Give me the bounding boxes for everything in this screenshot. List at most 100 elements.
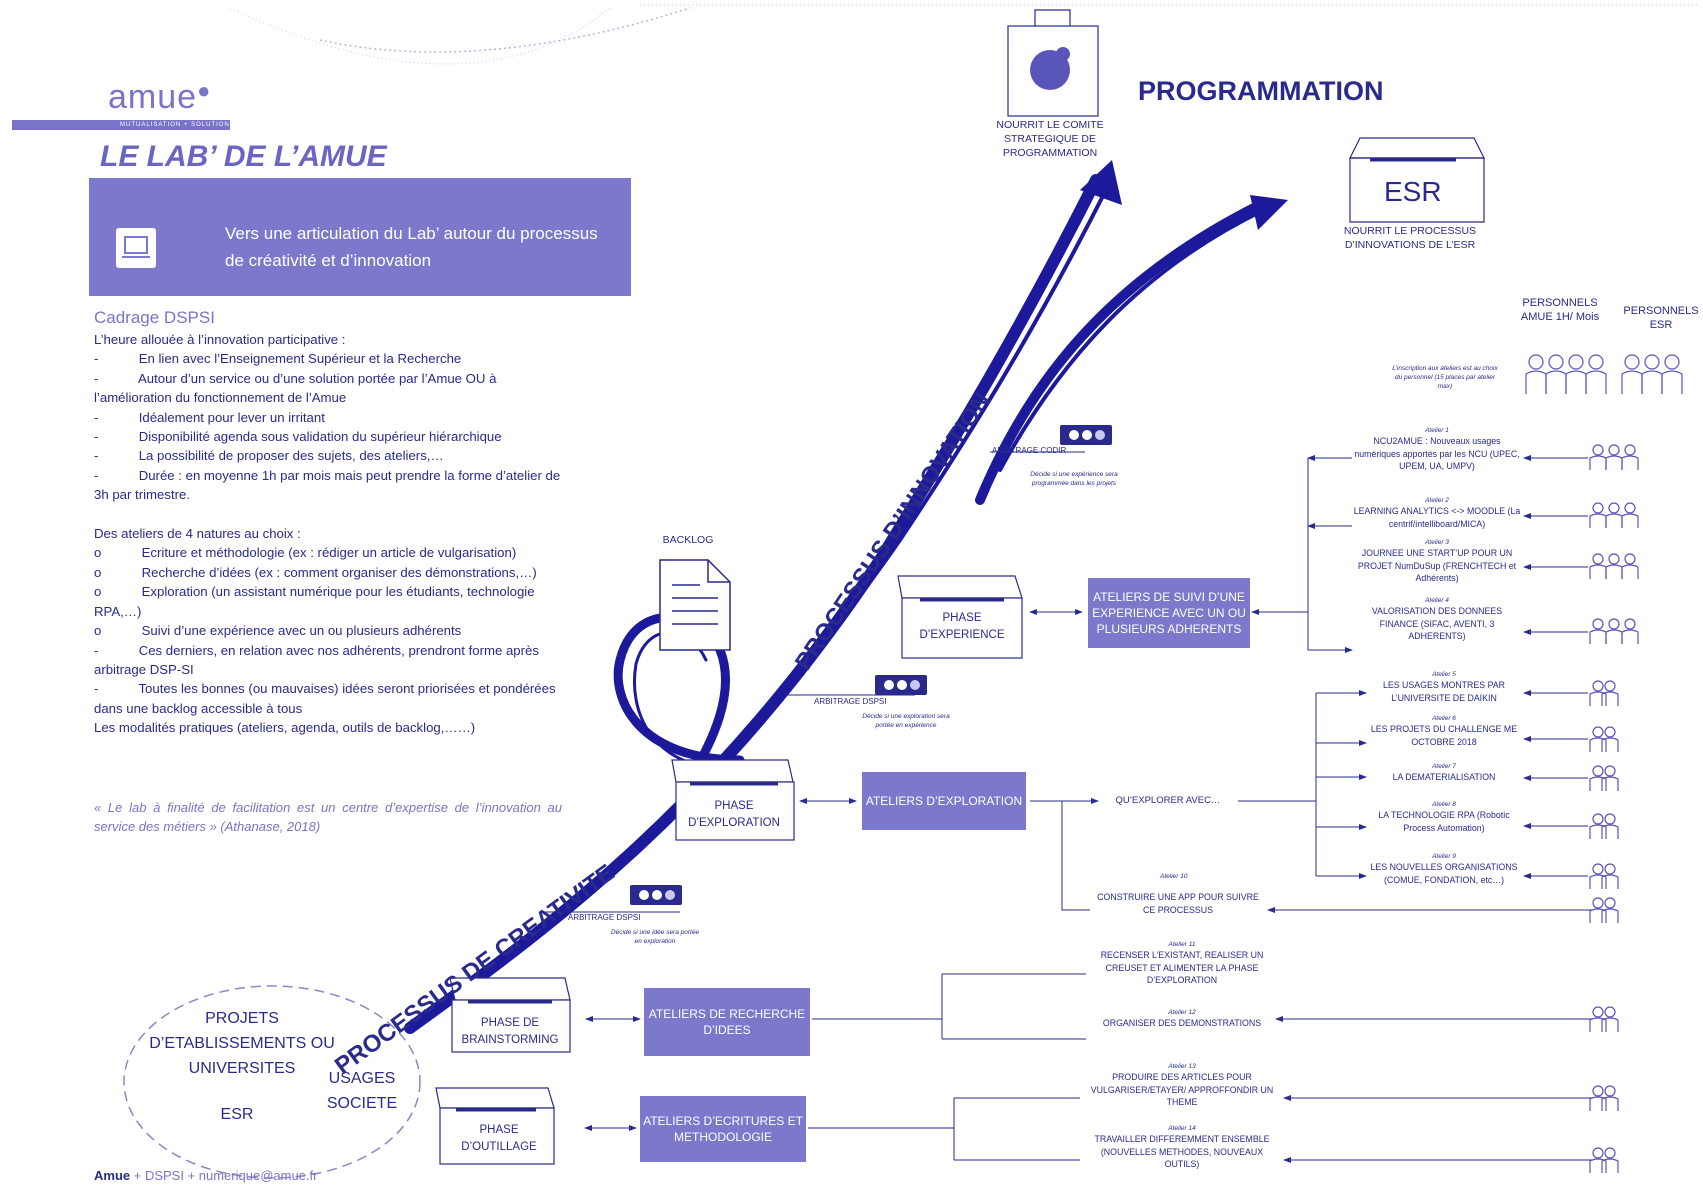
body-line: L’heure allouée à l’innovation participa… [94, 332, 346, 347]
ateliers-exploration-box: ATELIERS D’EXPLORATION [862, 772, 1026, 830]
atelier-text: ORGANISER DES DEMONSTRATIONS [1102, 1018, 1262, 1028]
atelier-number: Atelier 1 [1425, 427, 1449, 434]
body-line: o Exploration (un assistant numérique po… [94, 584, 539, 619]
atelier-number: Atelier 4 [1425, 597, 1449, 604]
atelier-text: LA DEMATERIALISATION [1392, 772, 1496, 782]
atelier-number: Atelier 13 [1168, 1063, 1196, 1070]
atelier-13: Atelier 13 PRODUIRE DES ARTICLES POUR VU… [1084, 1062, 1280, 1109]
atelier-text: LES USAGES MONTRES PAR L’UNIVERSITE DE D… [1382, 680, 1506, 703]
phase-boxes [435, 575, 1023, 1165]
atelier-number: Atelier 12 [1168, 1009, 1196, 1016]
body-line [94, 505, 566, 524]
atelier-7: Atelier 7 LA DEMATERIALISATION [1366, 762, 1522, 784]
source-projets: PROJETS D’ETABLISSEMENTS OU UNIVERSITES [149, 1010, 335, 1077]
atelier-6: Atelier 6 LES PROJETS DU CHALLENGE ME OC… [1366, 714, 1522, 748]
logo-underline-bar [12, 120, 230, 130]
atelier-number: Atelier 6 [1432, 715, 1456, 722]
comite-caption: NOURRIT LE COMITE STRATEGIQUE DE PROGRAM… [996, 119, 1104, 159]
atelier-number: Atelier 9 [1432, 853, 1456, 860]
atelier-text: NCU2AMUE : Nouveaux usages numériques ap… [1354, 436, 1520, 471]
atelier-text: RECENSER L’EXISTANT, REALISER UN CREUSET… [1100, 950, 1264, 985]
atelier-4: Atelier 4 VALORISATION DES DONNEES FINAN… [1352, 596, 1522, 643]
atelier-11: Atelier 11 RECENSER L’EXISTANT, REALISER… [1090, 940, 1274, 987]
atelier-number: Atelier 8 [1432, 801, 1456, 808]
body-line: - Idéalement pour lever un irritant [94, 409, 325, 425]
body-line: - Toutes les bonnes (ou mauvaises) idées… [94, 681, 560, 716]
atelier-12: Atelier 12 ORGANISER DES DEMONSTRATIONS [1090, 1008, 1274, 1030]
arbitrage-dspsi-2-note: Décide si une idée sera portée en explor… [610, 929, 700, 945]
quote: « Le lab à finalité de facilitation est … [94, 800, 562, 834]
arbitrage-dspsi-1-label: ARBITRAGE DSPSI [814, 697, 887, 706]
atelier-number: Atelier 2 [1425, 497, 1449, 504]
arbitrage-codir-label: ARBITRAGE CODIR [992, 446, 1067, 455]
arbitrage-codir-note: Décide si une expérience sera programmée… [1030, 471, 1118, 487]
atelier-text: CONSTRUIRE UNE APP POUR SUIVRE CE PROCES… [1097, 892, 1259, 915]
laptop-icon [116, 228, 156, 268]
atelier-9: Atelier 9 LES NOUVELLES ORGANISATIONS (C… [1366, 852, 1522, 886]
cadrage-heading: Cadrage DSPSI [94, 308, 215, 327]
amue-logo: amue● [108, 78, 212, 116]
atelier-text: TRAVAILLER DIFFEREMMENT ENSEMBLE (NOUVEL… [1094, 1134, 1270, 1169]
atelier-text: LA TECHNOLOGIE RPA (Robotic Process Auto… [1378, 810, 1510, 833]
esr-box-label: ESR [1384, 176, 1442, 207]
atelier-number: Atelier 3 [1425, 539, 1449, 546]
body-line: - La possibilité de proposer des sujets,… [94, 448, 444, 464]
atelier-number: Atelier 7 [1432, 763, 1456, 770]
backlog-document-icon [659, 559, 731, 651]
atelier-8: Atelier 8 LA TECHNOLOGIE RPA (Robotic Pr… [1366, 800, 1522, 834]
cadrage-body: L’heure allouée à l’innovation participa… [94, 330, 566, 738]
ateliers-recherche-box: ATELIERS DE RECHERCHE D’IDEES [644, 988, 810, 1056]
atelier-number: Atelier 5 [1432, 671, 1456, 678]
logo-dots-icon: ● [197, 78, 212, 103]
inscription-note: L’inscription aux ateliers est au choix … [1392, 365, 1498, 390]
body-line: - Durée : en moyenne 1h par mois mais pe… [94, 467, 564, 503]
qu-explorer-label: QU’EXPLORER AVEC… [1115, 795, 1221, 806]
people-icons [1525, 354, 1683, 1173]
atelier-14: Atelier 14 TRAVAILLER DIFFEREMMENT ENSEM… [1084, 1124, 1280, 1171]
page-title: LE LAB’ DE L’AMUE [100, 140, 387, 173]
logo-subtitle: MUTUALISATION + SOLUTIONS [120, 122, 235, 128]
personnels-amue-label: PERSONNELS AMUE 1H/ Mois [1520, 297, 1600, 323]
body-line: Des ateliers de 4 natures au choix : [94, 526, 301, 542]
phase-outillage: PHASE D’OUTILLAGE [461, 1124, 537, 1153]
footer-contact: Amue + DSPSI + numerique@amue.fr [94, 1168, 318, 1183]
atelier-text: JOURNEE UNE START’UP POUR UN PROJET NumD… [1357, 548, 1517, 583]
body-line: Les modalités pratiques (ateliers, agend… [94, 720, 476, 736]
ateliers-suivi-box: ATELIERS DE SUIVI D’UNE EXPERIENCE AVEC … [1088, 578, 1250, 648]
connectors [584, 455, 1592, 1163]
arbitrage-dspsi-2-label: ARBITRAGE DSPSI [568, 913, 641, 922]
ateliers-ecritures-box: ATELIERS D’ECRITURES ET METHODOLOGIE [640, 1096, 806, 1162]
atelier-3: Atelier 3 JOURNEE UNE START’UP POUR UN P… [1352, 538, 1522, 585]
body-line: o Recherche d’idées (ex : comment organi… [94, 564, 537, 580]
banner-text: Vers une articulation du Lab’ autour du … [225, 224, 598, 270]
banner [89, 178, 631, 296]
comite-bag-icon [1007, 9, 1099, 117]
body-line: - Autour d’un service ou d’une solution … [94, 370, 501, 406]
source-usages: USAGES SOCIETE [326, 1070, 398, 1112]
source-esr: ESR [220, 1106, 254, 1123]
arbitrage-markers [540, 425, 1112, 913]
phase-brainstorming: PHASE DE BRAINSTORMING [461, 1017, 559, 1046]
decorative-arc-2 [229, 7, 611, 65]
atelier-5: Atelier 5 LES USAGES MONTRES PAR L’UNIVE… [1366, 670, 1522, 704]
esr-box-icon [1349, 137, 1485, 223]
esr-caption: NOURRIT LE PROCESSUS D’INNOVATIONS DE L’… [1343, 225, 1477, 251]
atelier-text: PRODUIRE DES ARTICLES POUR VULGARISER/ET… [1090, 1072, 1274, 1107]
arrowhead-esr [1250, 195, 1288, 230]
arbitrage-dspsi-1-note: Décide si une exploration sera portée en… [862, 713, 950, 729]
body-line: - Disponibilité agenda sous validation d… [94, 429, 502, 445]
atelier-number: Atelier 11 [1168, 941, 1196, 948]
phase-experience: PHASE D’EXPERIENCE [919, 612, 1005, 641]
atelier-number: Atelier 10 [1160, 873, 1188, 880]
atelier-text: VALORISATION DES DONNEES FINANCE (SIFAC,… [1371, 606, 1503, 641]
atelier-1: Atelier 1 NCU2AMUE : Nouveaux usages num… [1352, 426, 1522, 473]
programmation-heading: PROGRAMMATION [1138, 76, 1384, 106]
personnels-esr-label: PERSONNELS ESR [1623, 305, 1699, 331]
body-line: - Ces derniers, en relation avec nos adh… [94, 642, 543, 677]
atelier-2: Atelier 2 LEARNING ANALYTICS <-> MOODLE … [1352, 496, 1522, 530]
phase-exploration: PHASE D’EXPLORATION [688, 800, 780, 829]
body-line: - En lien avec l’Enseignement Supérieur … [94, 351, 462, 367]
atelier-text: LEARNING ANALYTICS <-> MOODLE (La centri… [1353, 506, 1521, 529]
atelier-number: Atelier 14 [1168, 1125, 1196, 1132]
